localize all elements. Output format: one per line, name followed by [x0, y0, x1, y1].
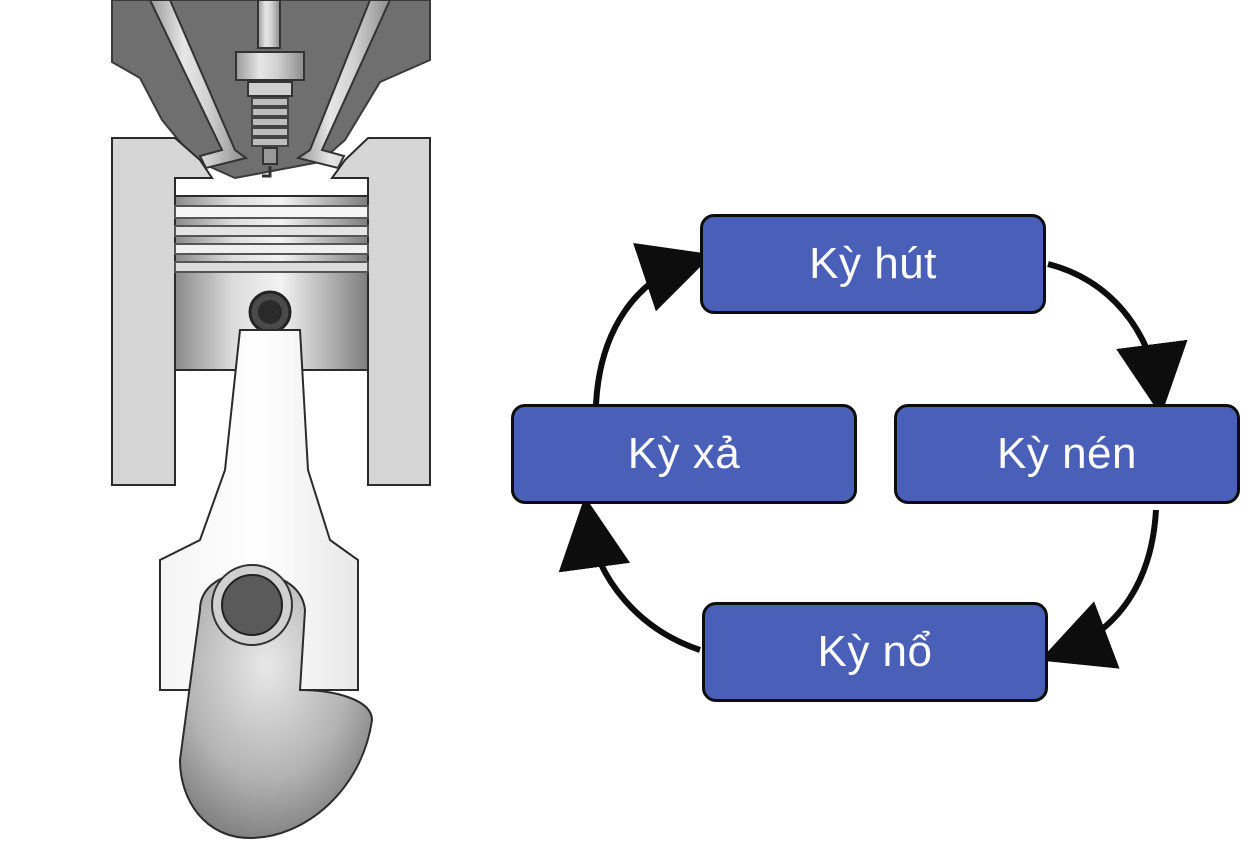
stage-intake-label: Kỳ hút — [809, 239, 937, 288]
piston-rings — [174, 205, 369, 273]
arrow-compression-to-combustion — [1039, 509, 1159, 669]
stage-exhaust-label: Kỳ xả — [627, 429, 741, 478]
stage-compression-box: Kỳ nén — [894, 404, 1240, 504]
stage-exhaust-box: Kỳ xả — [511, 404, 857, 504]
stage-combustion-label: Kỳ nổ — [817, 627, 933, 676]
cylinder-wall-left — [111, 137, 214, 486]
stage-intake-box: Kỳ hút — [700, 214, 1046, 314]
arrow-intake-to-compression — [1047, 261, 1188, 416]
arrow-exhaust-to-intake — [593, 243, 713, 405]
stage-combustion-box: Kỳ nổ — [702, 602, 1048, 702]
crankshaft — [178, 564, 374, 840]
spark-plug — [235, 0, 305, 178]
stage-compression-label: Kỳ nén — [997, 429, 1137, 478]
exhaust-valve — [295, 0, 392, 170]
intake-valve — [148, 0, 249, 170]
engine-cross-section — [111, 0, 431, 840]
arrow-combustion-to-exhaust — [558, 496, 701, 653]
cylinder-wall-right — [330, 137, 431, 486]
